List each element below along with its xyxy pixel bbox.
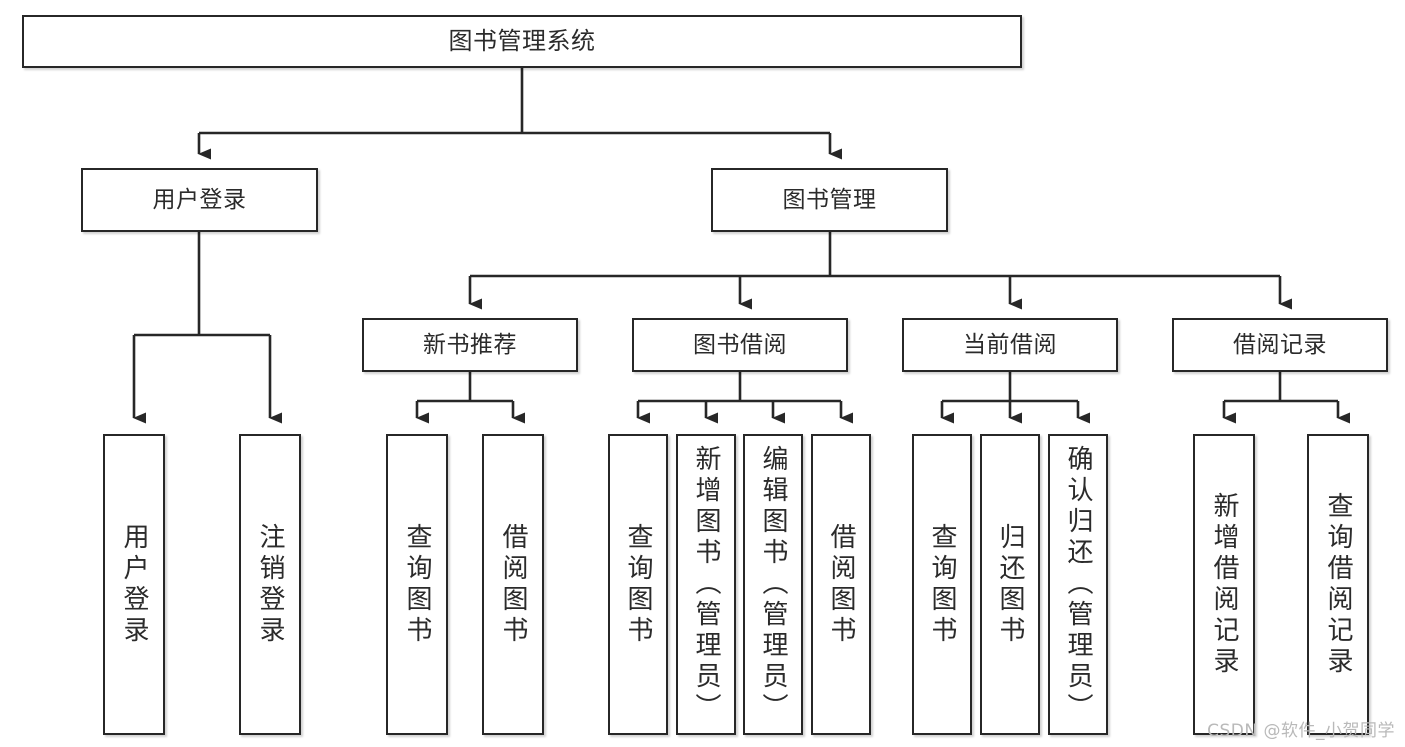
node-label: 查询图书 [402,522,432,647]
node-label: 借阅图书 [826,522,856,647]
node-new-book-recommendation[interactable]: 新书推荐 [362,318,578,372]
node-book-manage[interactable]: 图书管理 [711,168,948,232]
leaf-query-book-current[interactable]: 查询图书 [912,434,972,735]
node-label: 借阅图书 [498,522,528,647]
node-label: 归还图书 [995,522,1025,647]
leaf-user-login[interactable]: 用户登录 [103,434,165,735]
node-borrow-record[interactable]: 借阅记录 [1172,318,1388,372]
node-label: 图书管理系统 [448,26,596,55]
node-root-book-management-system[interactable]: 图书管理系统 [22,15,1022,68]
node-label: 编辑图书（管理员） [758,445,788,724]
node-label: 查询图书 [927,522,957,647]
leaf-edit-book-admin[interactable]: 编辑图书（管理员） [743,434,803,735]
node-label: 新增图书（管理员） [691,445,721,724]
node-label: 新增借阅记录 [1209,491,1239,678]
node-label: 查询图书 [623,522,653,647]
leaf-add-book-admin[interactable]: 新增图书（管理员） [676,434,736,735]
leaf-user-logout[interactable]: 注销登录 [239,434,301,735]
leaf-query-borrow-record[interactable]: 查询借阅记录 [1307,434,1369,735]
node-label: 当前借阅 [963,331,1057,358]
node-label: 确认归还（管理员） [1063,445,1093,724]
leaf-return-book[interactable]: 归还图书 [980,434,1040,735]
csdn-watermark: CSDN @软件_小贺同学 [1207,721,1395,741]
node-label: 用户登录 [119,522,149,647]
node-label: 借阅记录 [1233,331,1327,358]
leaf-query-book-recommendation[interactable]: 查询图书 [386,434,448,735]
node-current-borrow[interactable]: 当前借阅 [902,318,1118,372]
leaf-borrow-book-recommendation[interactable]: 借阅图书 [482,434,544,735]
leaf-borrow-book[interactable]: 借阅图书 [811,434,871,735]
leaf-add-borrow-record[interactable]: 新增借阅记录 [1193,434,1255,735]
node-label: 注销登录 [255,522,285,647]
leaf-confirm-return-admin[interactable]: 确认归还（管理员） [1048,434,1108,735]
node-label: 新书推荐 [423,331,517,358]
node-label: 图书管理 [782,186,877,213]
node-book-borrow[interactable]: 图书借阅 [632,318,848,372]
leaf-query-book-borrow[interactable]: 查询图书 [608,434,668,735]
node-label: 用户登录 [152,186,247,213]
node-label: 查询借阅记录 [1323,491,1353,678]
node-label: 图书借阅 [693,331,787,358]
node-user-login[interactable]: 用户登录 [81,168,318,232]
